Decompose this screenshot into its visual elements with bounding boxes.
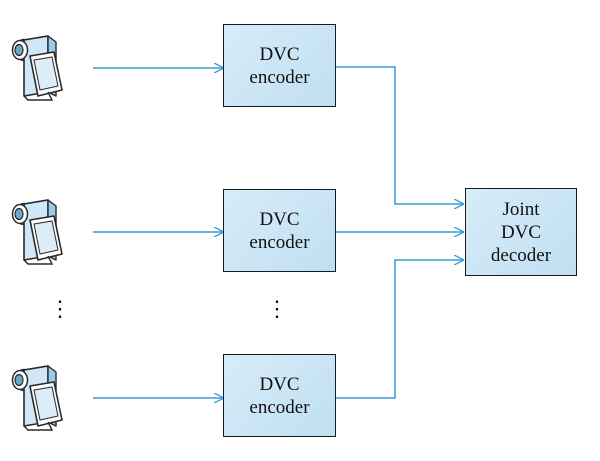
dvc-encoder-3: DVC encoder — [223, 354, 336, 437]
video-camera-icon — [11, 199, 63, 265]
encoder-label-line2: encoder — [249, 66, 310, 88]
encoder-label-line1: DVC — [259, 43, 300, 65]
encoder-label-line1: DVC — [259, 208, 300, 230]
arrow-encoder1-to-decoder — [336, 66, 463, 204]
arrow-encoder3-to-decoder — [336, 260, 463, 399]
ellipsis-cameras: ⋮ — [49, 296, 71, 321]
ellipsis-encoders: ⋮ — [266, 296, 288, 321]
video-camera-icon — [11, 35, 63, 101]
decoder-label-line2: DVC — [500, 221, 542, 243]
dvc-encoder-2: DVC encoder — [223, 189, 336, 272]
joint-dvc-decoder: Joint DVC decoder — [465, 188, 577, 276]
dvc-encoder-1: DVC encoder — [223, 24, 336, 107]
encoder-label-line1: DVC — [259, 373, 300, 395]
encoder-label-line2: encoder — [249, 231, 310, 253]
decoder-label-line3: decoder — [490, 244, 552, 266]
encoder-label-line2: encoder — [249, 396, 310, 418]
decoder-label-line1: Joint — [502, 198, 540, 220]
video-camera-icon — [11, 365, 63, 431]
